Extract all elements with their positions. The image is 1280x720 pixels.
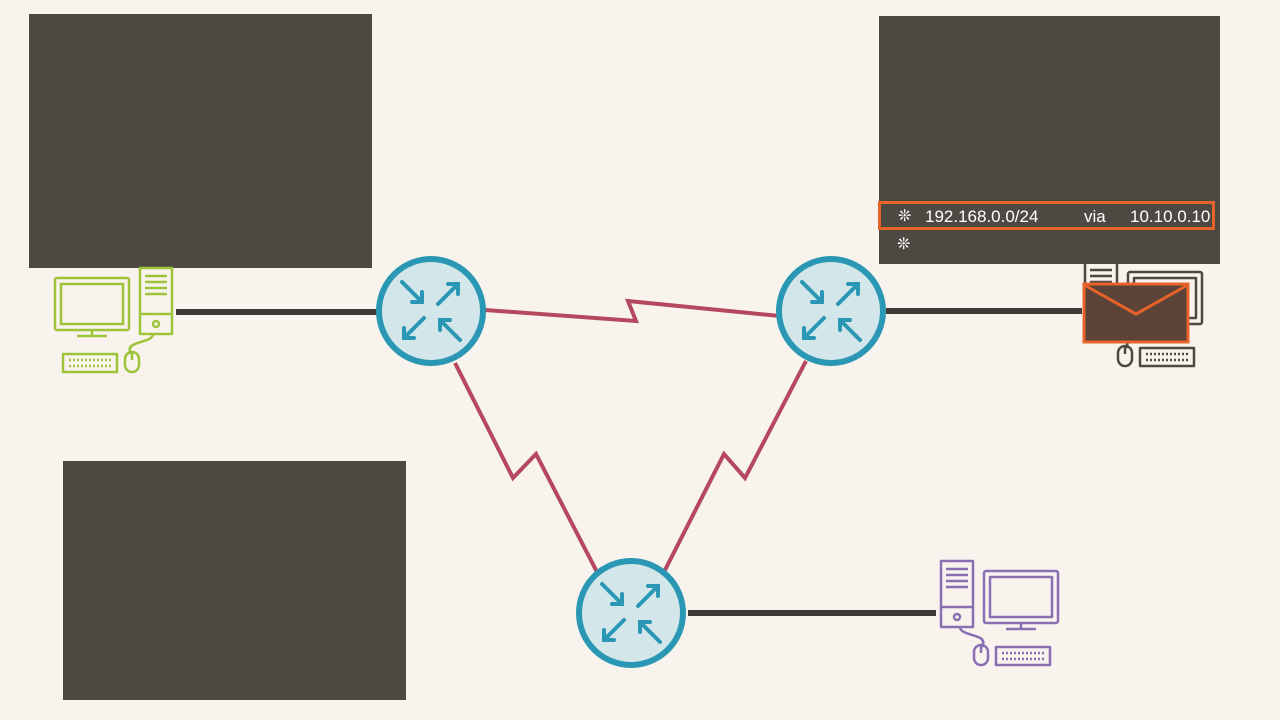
route-bullet-second: ❊ [897,236,911,253]
routing-table-panel [879,16,1220,264]
desktop-computer-icon-left [53,266,174,374]
desktop-computer-icon-bottom [939,559,1060,667]
wan-link-top [484,298,781,324]
route-entry-highlighted: ❊ 192.168.0.0/24 via 10.10.0.10 [878,201,1215,230]
wan-link-right [662,360,808,573]
route-next-hop: 10.10.0.10 [1130,207,1211,226]
info-panel-bottom-left [63,461,406,700]
router-icon-bottom [579,561,683,665]
wan-links [453,298,808,573]
route-network: 192.168.0.0/24 [925,207,1039,226]
info-panel-top-left [29,14,372,268]
envelope-icon [1082,282,1190,344]
route-bullet: ❊ [898,208,912,225]
wan-link-left [453,362,599,573]
router-icon-right [779,259,883,363]
route-via-keyword: via [1084,207,1106,226]
lan-links [176,308,1082,616]
router-icon-left [379,259,483,363]
